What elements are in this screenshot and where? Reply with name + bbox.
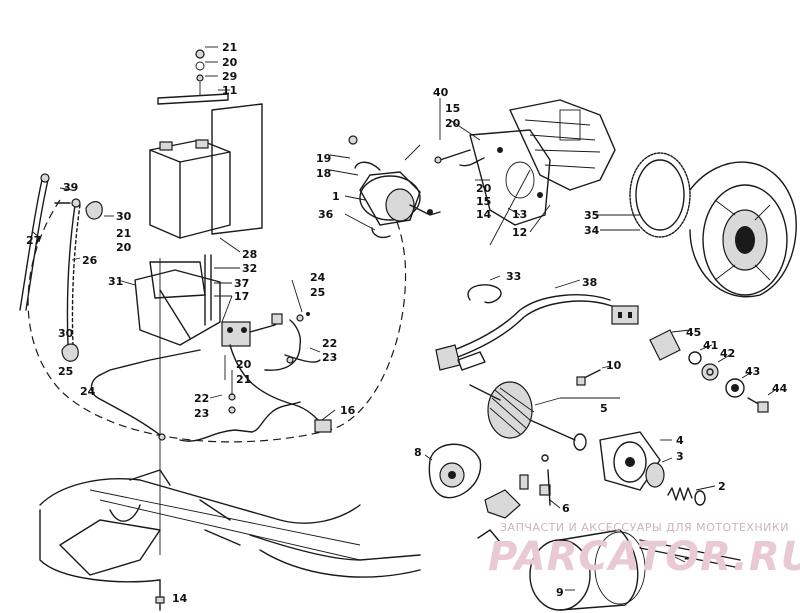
relay-body — [359, 175, 421, 221]
armature — [487, 381, 533, 439]
callout-9: 9 — [556, 586, 564, 599]
callout-45: 45 — [686, 326, 701, 339]
callout-3: 3 — [676, 450, 684, 463]
callout-34: 34 — [584, 224, 600, 237]
callout-43: 43 — [745, 365, 760, 378]
cable-27 — [19, 179, 43, 311]
engine-block — [509, 99, 616, 191]
callout-23: 23 — [194, 407, 209, 420]
flywheel — [689, 161, 797, 298]
callout-4: 4 — [676, 434, 684, 447]
callout-6: 6 — [562, 502, 570, 515]
callout-15: 15 — [476, 195, 491, 208]
callout-20: 20 — [116, 241, 132, 254]
callout-21: 21 — [116, 227, 131, 240]
callout-5: 5 — [600, 402, 608, 415]
ring-gear — [595, 152, 691, 238]
connector-16 — [314, 419, 332, 433]
starter-harness — [435, 279, 779, 413]
callout-8: 8 — [414, 446, 422, 459]
callout-25: 25 — [310, 286, 325, 299]
end-cap — [428, 443, 482, 499]
callout-40: 40 — [433, 86, 449, 99]
callout-15: 15 — [445, 102, 460, 115]
callout-35: 35 — [584, 209, 599, 222]
callout-44: 44 — [772, 382, 788, 395]
callout-7: 7 — [684, 556, 692, 569]
callout-11: 11 — [222, 84, 237, 97]
callout-2: 2 — [718, 480, 726, 493]
callout-20: 20 — [476, 182, 492, 195]
engine-bracket — [434, 98, 551, 233]
harness-loop — [27, 199, 407, 443]
callout-39: 39 — [63, 181, 78, 194]
callout-21: 21 — [222, 41, 237, 54]
callout-12: 12 — [512, 226, 527, 239]
callout-31: 31 — [108, 275, 123, 288]
callout-16: 16 — [340, 404, 356, 417]
callout-32: 32 — [242, 262, 257, 275]
callout-23: 23 — [322, 351, 337, 364]
solenoid-wiring — [90, 279, 336, 442]
watermark-brand: PARCATOR.RU — [488, 534, 800, 580]
battery-assembly — [134, 46, 263, 555]
callout-17: 17 — [234, 290, 249, 303]
callout-38: 38 — [582, 276, 597, 289]
callout-29: 29 — [222, 70, 237, 83]
callout-10: 10 — [606, 359, 622, 372]
harness-connector — [611, 305, 639, 325]
battery-tray — [134, 269, 221, 346]
callout-33: 33 — [506, 270, 521, 283]
starter-motor — [424, 365, 741, 611]
callout-41: 41 — [703, 339, 718, 352]
callout-labels: 21 20 29 11 40 15 20 19 18 39 30 20 15 1… — [26, 41, 788, 605]
callout-20: 20 — [445, 117, 461, 130]
snap-ring — [467, 275, 502, 304]
callout-22: 22 — [194, 392, 209, 405]
cable-26 — [66, 204, 76, 346]
callout-30: 30 — [116, 210, 132, 223]
watermark: ЗАПЧАСТИ И АКСЕССУАРЫ ДЛЯ МОТОТЕХНИКИ PA… — [488, 521, 800, 580]
callout-42: 42 — [720, 347, 735, 360]
callout-1: 1 — [332, 190, 340, 203]
battery-cables — [19, 173, 114, 362]
callout-28: 28 — [242, 248, 257, 261]
callout-21: 21 — [236, 373, 251, 386]
callout-20: 20 — [222, 56, 238, 69]
terminal-boot — [85, 201, 103, 220]
callout-22: 22 — [322, 337, 337, 350]
starter-relay — [329, 135, 531, 246]
callout-26: 26 — [82, 254, 98, 267]
callout-37: 37 — [234, 277, 249, 290]
callout-25: 25 — [58, 365, 73, 378]
callout-27: 27 — [26, 234, 41, 247]
watermark-caption: ЗАПЧАСТИ И АКСЕССУАРЫ ДЛЯ МОТОТЕХНИКИ — [500, 521, 789, 534]
callout-14: 14 — [172, 592, 188, 605]
brush-holder — [484, 489, 521, 519]
callout-18: 18 — [316, 167, 331, 180]
strap-bar — [157, 93, 229, 105]
callout-24: 24 — [80, 385, 96, 398]
battery-strap — [211, 103, 263, 235]
callout-36: 36 — [318, 208, 334, 221]
callout-13: 13 — [512, 208, 527, 221]
sensor — [649, 329, 681, 361]
callout-20: 20 — [236, 358, 252, 371]
solenoid — [221, 321, 251, 347]
callout-14: 14 — [476, 208, 492, 221]
callout-19: 19 — [316, 152, 331, 165]
chassis-frame — [39, 469, 421, 611]
callout-24: 24 — [310, 271, 326, 284]
callout-30: 30 — [58, 327, 74, 340]
